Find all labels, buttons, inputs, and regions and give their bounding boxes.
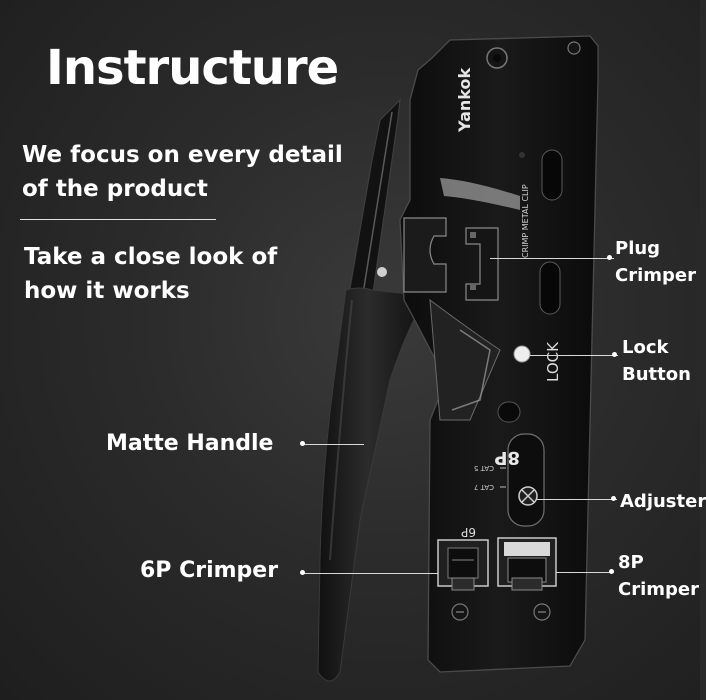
adjuster-dot <box>611 496 616 501</box>
headline: Instructure <box>46 40 339 96</box>
crimper-6p-label: 6P Crimper <box>140 558 279 583</box>
crimper-8p-label: 8P Crimper <box>618 552 699 600</box>
cat5-label: CAT 5 <box>474 464 494 472</box>
intro-text-detail: We focus on every detail of the product <box>22 142 343 202</box>
cat7-label: CAT 7 <box>474 483 494 491</box>
plug-crimper-dot <box>607 255 612 260</box>
crimp-metal-clip-label: CRIMP METAL CLIP <box>521 184 530 258</box>
plug-crimper-label: Plug Crimper <box>615 238 696 286</box>
brand-engraving: Yankok <box>455 67 474 133</box>
divider-line <box>20 219 216 220</box>
plug-crimper-leader <box>490 258 614 259</box>
adjuster-8p-label: 8P <box>494 447 520 468</box>
matte-handle-label: Matte Handle <box>106 431 274 456</box>
matte-handle-dot <box>300 441 305 446</box>
plug-crimper-die <box>403 217 447 293</box>
adjuster-housing <box>507 433 545 527</box>
lock-button-dot <box>612 352 617 357</box>
crimper-8p-dot <box>609 569 614 574</box>
matte-handle-leader <box>302 444 364 445</box>
adjuster-leader <box>537 499 617 500</box>
matte-handle <box>317 287 429 682</box>
die-6p-label: 6P <box>461 525 476 539</box>
lock-button <box>513 345 531 363</box>
lock-button-leader <box>530 355 618 356</box>
crimper-6p-dot <box>300 570 305 575</box>
lock-label: LOCK <box>544 341 562 382</box>
crimper-6p-leader <box>303 573 438 574</box>
adjuster-label: Adjuster <box>620 491 706 512</box>
lock-button-label: Lock Button <box>622 337 691 385</box>
intro-text-look: Take a close look of how it works <box>24 244 278 304</box>
crimper-8p-leader <box>556 572 614 573</box>
